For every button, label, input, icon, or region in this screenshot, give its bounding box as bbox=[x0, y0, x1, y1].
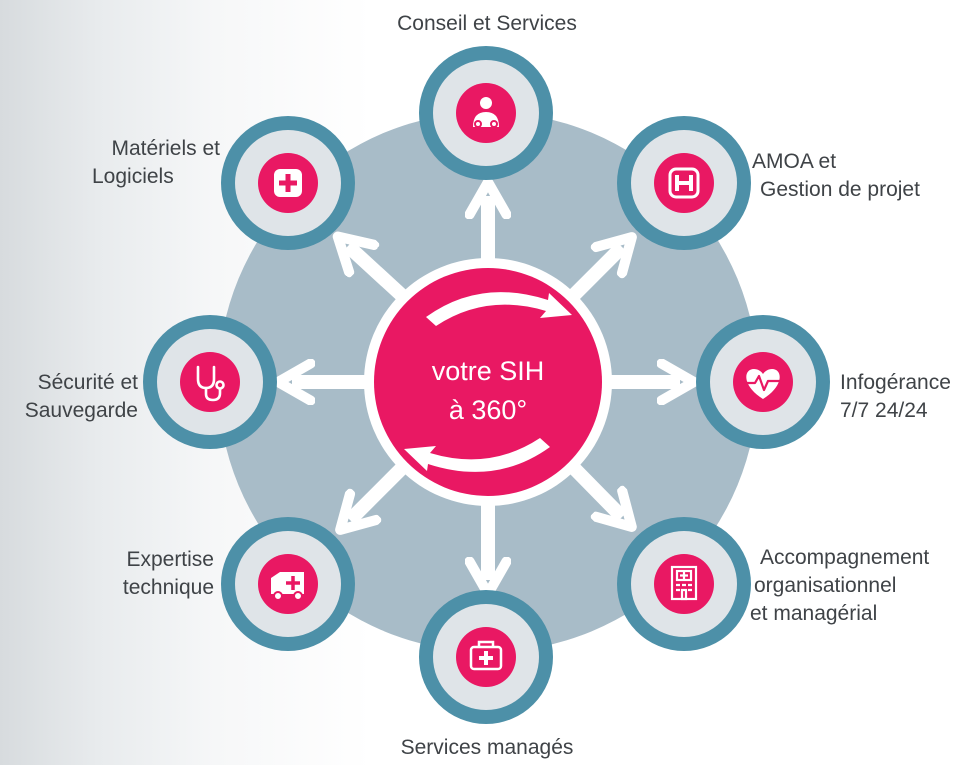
label-conseil: Conseil et Services bbox=[380, 10, 594, 38]
stethoscope-icon bbox=[196, 365, 225, 402]
label-infogerance-line2: 7/7 24/24 bbox=[840, 399, 928, 422]
hub bbox=[374, 268, 602, 496]
label-infogerance: Infogérance 7/7 24/24 bbox=[840, 369, 951, 425]
ambulance-icon bbox=[271, 572, 304, 601]
node-infogerance[interactable] bbox=[696, 315, 830, 449]
hospital-h-icon bbox=[668, 167, 700, 199]
arrows bbox=[292, 196, 680, 580]
hub-line1: votre SIH bbox=[432, 356, 545, 386]
node-services[interactable] bbox=[419, 590, 553, 724]
node-expertise[interactable] bbox=[221, 517, 355, 651]
node-amoa[interactable] bbox=[617, 116, 751, 250]
arrow-down-left bbox=[350, 456, 414, 520]
heartbeat-icon bbox=[744, 369, 782, 399]
label-expertise: Expertise technique bbox=[60, 546, 214, 602]
arrow-up-left bbox=[348, 246, 414, 308]
hub-line2: à 360° bbox=[449, 395, 527, 425]
label-materiels-line2: Logiciels bbox=[92, 165, 174, 188]
label-services-line1: Services managés bbox=[400, 736, 574, 759]
medical-cross-icon bbox=[274, 169, 302, 197]
doctor-icon bbox=[473, 97, 499, 128]
label-materiels-line1: Matériels et bbox=[111, 137, 220, 160]
label-amoa-line1: AMOA et bbox=[752, 150, 837, 173]
label-securite: Sécurité et Sauvegarde bbox=[0, 369, 138, 425]
label-infogerance-line1: Infogérance bbox=[840, 371, 951, 394]
label-services: Services managés bbox=[380, 734, 594, 762]
label-amoa-line2: Gestion de projet bbox=[760, 178, 920, 201]
label-expertise-line2: technique bbox=[122, 576, 214, 599]
node-materiels[interactable] bbox=[221, 116, 355, 250]
label-conseil-line1: Conseil et Services bbox=[397, 12, 577, 35]
arrow-up-right bbox=[562, 247, 622, 307]
label-expertise-line1: Expertise bbox=[126, 548, 214, 571]
label-accompagnement-line2: organisationnel bbox=[754, 574, 897, 597]
arrow-down-right bbox=[562, 456, 622, 517]
medical-kit-icon bbox=[469, 640, 503, 671]
node-conseil[interactable] bbox=[419, 46, 553, 180]
node-securite[interactable] bbox=[143, 315, 277, 449]
label-accompagnement-line3: et managérial bbox=[750, 602, 878, 625]
hospital-building-icon bbox=[670, 565, 698, 601]
label-accompagnement-line1: Accompagnement bbox=[760, 546, 930, 569]
label-amoa: AMOA et Gestion de projet bbox=[752, 148, 920, 204]
node-accompagnement[interactable] bbox=[617, 517, 751, 651]
rotation-arrows bbox=[404, 292, 572, 472]
label-securite-line2: Sauvegarde bbox=[24, 399, 138, 422]
label-accompagnement: Accompagnement organisationnel et managé… bbox=[750, 544, 929, 628]
label-securite-line1: Sécurité et bbox=[37, 371, 138, 394]
label-materiels: Matériels et Logiciels bbox=[60, 135, 220, 191]
